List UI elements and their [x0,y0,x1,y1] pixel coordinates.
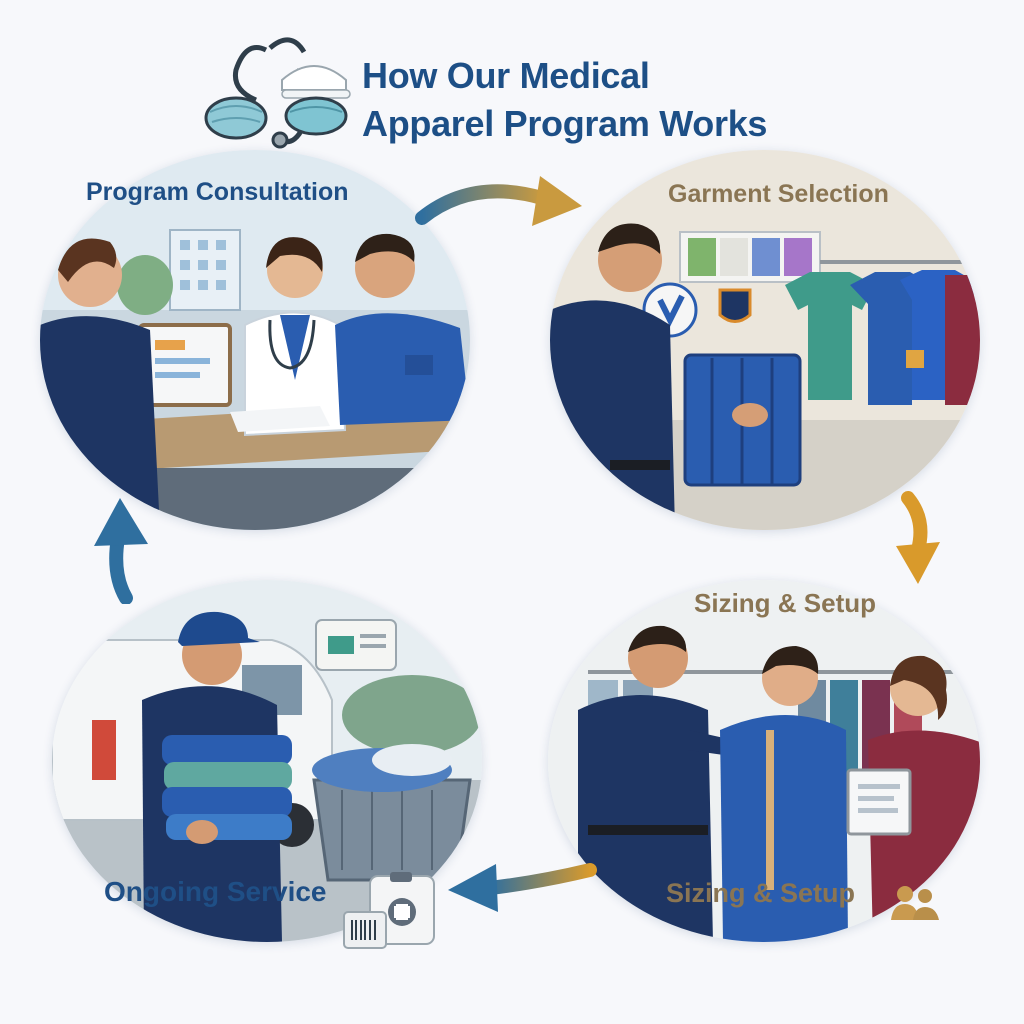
medical-kit-icon [343,872,435,949]
consultation-scene [40,150,470,530]
step-label-sizing-setup: Sizing & Setup [694,588,876,618]
step-label-ongoing-service: Ongoing Service [104,876,327,907]
garment-selection-scene [550,150,980,530]
title-line-2: Apparel Program Works [362,103,768,144]
arrow-sizing-to-service [448,863,597,912]
consultation-circle [40,150,470,530]
people-icon [891,886,939,920]
title-line-1: How Our Medical [362,55,650,96]
arrow-service-to-consultation [94,498,148,604]
medical-logo-icon [204,37,351,149]
arrow-consultation-to-selection [415,176,582,226]
page-title: How Our Medical Apparel Program Works [362,52,767,148]
step-label-garment-selection: Garment Selection [668,180,889,208]
sizing-setup-caption: Sizing & Setup [666,878,855,908]
arrow-selection-to-sizing [896,491,940,584]
garment-selection-circle [550,150,980,530]
step-label-consultation: Program Consultation [86,178,349,206]
